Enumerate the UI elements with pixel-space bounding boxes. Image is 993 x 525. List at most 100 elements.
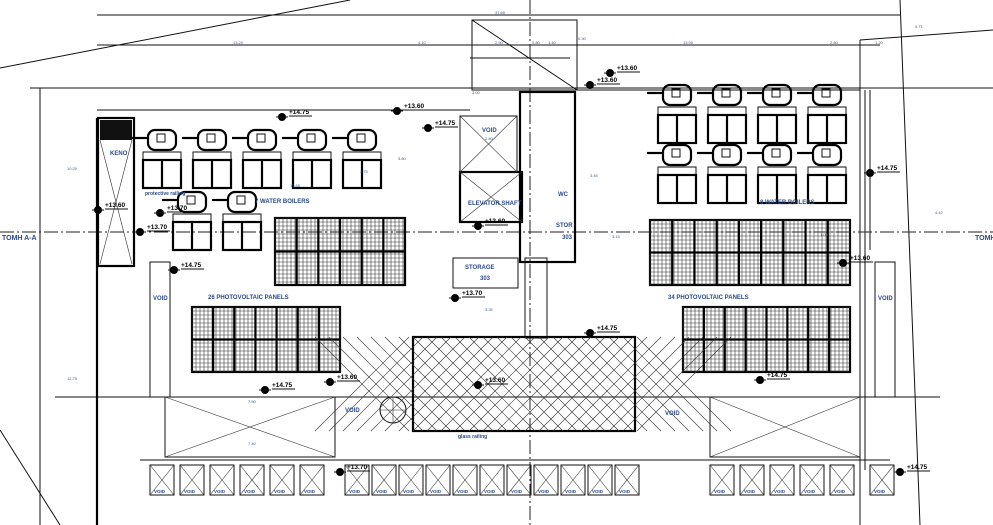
void-label: VOID [376, 489, 388, 494]
level-marker: +13.70 [154, 205, 190, 217]
void-label: VOID [154, 489, 166, 494]
dimension-value: 3.15 [612, 234, 621, 239]
void-opening: VOID [299, 464, 325, 496]
level-value: +13.60 [105, 202, 125, 209]
protective-railing-label: protective railing [145, 191, 185, 197]
void-label: VOID [511, 489, 523, 494]
water-boiler [797, 83, 848, 145]
void-label: VOID [214, 489, 226, 494]
void-label: VOID [484, 489, 496, 494]
top-dimension: 2.50 [495, 40, 504, 45]
void-opening: VOID [209, 464, 235, 496]
level-marker: +14.75 [259, 382, 295, 394]
dimension-value: 7.50 [248, 399, 257, 404]
void-label: VOID [592, 489, 604, 494]
top-dimension: 2.80 [830, 40, 839, 45]
top-dimension: 13.90 [683, 40, 694, 45]
level-marker: +13.60 [472, 218, 508, 230]
void-opening: VOID [149, 464, 175, 496]
dimension-value: 3.45 [590, 173, 599, 178]
water-boiler [162, 190, 213, 252]
photovoltaic-panels [190, 216, 852, 374]
stor-label: STOR [556, 223, 573, 229]
dimension-value: 3.75 [360, 169, 369, 174]
void-opening: VOID [371, 464, 397, 496]
void-opening: VOID [560, 464, 586, 496]
stor-number: 303 [562, 235, 573, 241]
pv-array [681, 305, 852, 374]
level-value: +13.60 [617, 65, 637, 72]
void-opening: VOID [799, 464, 825, 496]
top-dimension: 4.10 [418, 40, 427, 45]
level-marker: +13.70 [334, 464, 370, 476]
top-dimension: 0.80 [532, 40, 541, 45]
level-value: +14.75 [597, 325, 617, 332]
water-boiler [697, 143, 748, 205]
water-boiler [232, 128, 283, 190]
level-value: +13.60 [850, 255, 870, 262]
level-value: +13.60 [404, 103, 424, 110]
void-label: VOID [153, 296, 168, 302]
water-boiler [747, 83, 798, 145]
level-marker: +14.75 [754, 372, 790, 384]
top-dimension: 13.20 [233, 40, 244, 45]
level-value: +13.60 [597, 77, 617, 84]
water-boiler [747, 143, 798, 205]
void-opening: VOID [829, 464, 855, 496]
dimension-value: 4.42 [935, 210, 944, 215]
level-marker: +13.60 [92, 202, 128, 214]
void-opening: VOID [709, 464, 735, 496]
glass-railing-label: glass railing [458, 434, 487, 440]
level-marker: +14.75 [584, 325, 620, 337]
level-value: +13.60 [485, 377, 505, 384]
dimension-value: 5.71 [915, 24, 924, 29]
void-opening: VOID [425, 464, 451, 496]
water-boiler [697, 83, 748, 145]
overall-dimension: 37.65 [495, 10, 506, 15]
top-dimension: 1.40 [548, 40, 557, 45]
pv-array [648, 218, 852, 287]
void-opening: VOID [506, 464, 532, 496]
top-dimension: 1.20 [875, 40, 884, 45]
level-marker: +13.60 [604, 65, 640, 77]
boilers-right-label: 8 WATER BOILERS [760, 200, 815, 206]
dimension-value: 7.40 [248, 441, 257, 446]
level-marker: +13.60 [837, 255, 873, 267]
water-boiler [182, 128, 233, 190]
level-marker: +14.75 [168, 262, 204, 274]
pv-array [190, 305, 342, 374]
room-label-keno: KENO [110, 151, 128, 157]
level-value: +13.70 [462, 290, 482, 297]
level-marker: +14.75 [864, 165, 900, 177]
section-marker-left: TOMH A-A [2, 235, 37, 242]
level-value: +14.75 [272, 382, 292, 389]
void-opening: VOID [269, 464, 295, 496]
water-boiler [647, 143, 698, 205]
level-marker: +13.70 [449, 290, 485, 302]
void-opening: VOID [344, 464, 370, 496]
void-opening: VOID [452, 464, 478, 496]
water-boiler [282, 128, 333, 190]
level-value: +13.60 [337, 374, 357, 381]
void-label: VOID [619, 489, 631, 494]
void-opening: VOID [614, 464, 640, 496]
void-label: VOID [304, 489, 316, 494]
water-boilers [132, 83, 848, 252]
void-label: VOID [774, 489, 786, 494]
dimension-value: 2.80 [485, 136, 494, 141]
void-label: VOID [744, 489, 756, 494]
level-value: +14.75 [435, 120, 455, 127]
void-opening: VOID [479, 464, 505, 496]
void-label: VOID [244, 489, 256, 494]
level-value: +13.70 [167, 205, 187, 212]
level-value: +13.60 [485, 218, 505, 225]
level-marker: +14.75 [276, 109, 312, 121]
level-marker: +13.60 [324, 374, 360, 386]
water-boiler [132, 128, 183, 190]
void-label: VOID [538, 489, 550, 494]
void-opening: VOID [398, 464, 424, 496]
void-label: VOID [804, 489, 816, 494]
